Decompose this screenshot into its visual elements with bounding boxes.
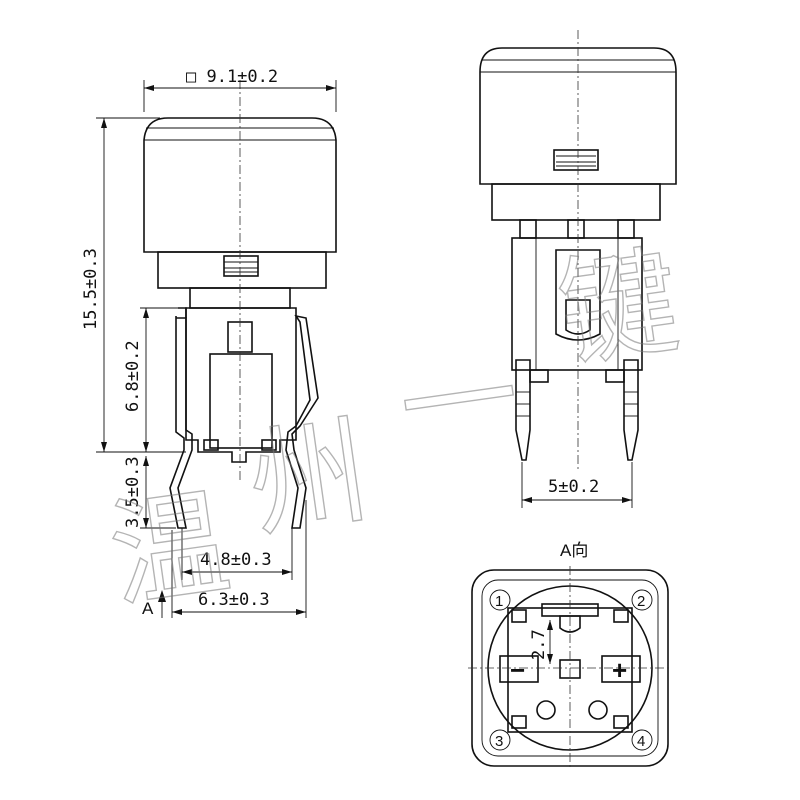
watermark: 温 州 一 键 <box>101 231 688 627</box>
bottom-view-title: A向 <box>560 541 588 560</box>
pin-1-label: 1 <box>495 593 503 610</box>
dim-pitch-inner: 4.8±0.3 <box>200 550 272 570</box>
front-led-window <box>223 255 259 277</box>
pin-4-label: 4 <box>637 733 645 750</box>
dim-height-total: 15.5±0.3 <box>81 248 101 330</box>
watermark-char-2: 州 <box>241 401 377 554</box>
led-negative-terminal <box>499 655 539 683</box>
view-arrow-label: A <box>142 599 154 618</box>
front-right-lead <box>285 314 319 529</box>
side-switch-body <box>511 237 643 371</box>
side-view <box>479 30 677 470</box>
watermark-char-1: 温 <box>101 472 237 625</box>
pin-3-label: 3 <box>495 733 503 750</box>
watermark-char-4: 键 <box>551 231 687 384</box>
side-cap-outline <box>479 47 677 185</box>
side-dimensions: 5±0.2 <box>521 462 633 508</box>
polarity-negative: − <box>510 655 525 685</box>
front-dimensions: □ 9.1±0.2 15.5±0.3 6.8±0.2 3.5±0.3 4.8±0… <box>81 67 337 618</box>
dim-height-lead: 3.5±0.3 <box>123 456 143 528</box>
dim-pitch-side: 5±0.2 <box>548 477 599 497</box>
mount-hole-left <box>536 700 556 720</box>
front-cap-outline <box>143 117 337 253</box>
front-view <box>143 80 337 529</box>
side-led-window <box>553 149 599 171</box>
led-positive-terminal <box>601 655 641 683</box>
front-switch-body <box>185 307 297 463</box>
dim-bottom-offset: 2.7 <box>529 629 549 660</box>
side-left-lead <box>515 359 531 461</box>
mount-hole-right <box>588 700 608 720</box>
bottom-view: − + 2.7 1 2 3 4 <box>468 566 672 770</box>
dim-pitch-outer: 6.3±0.3 <box>198 590 270 610</box>
polarity-positive: + <box>612 655 627 685</box>
dim-width-top: □ 9.1±0.2 <box>186 67 278 87</box>
dim-height-body: 6.8±0.2 <box>123 340 143 412</box>
watermark-char-3: 一 <box>391 326 527 479</box>
pin-2-label: 2 <box>637 593 645 610</box>
side-right-lead <box>623 359 639 461</box>
front-left-lead <box>169 316 193 529</box>
